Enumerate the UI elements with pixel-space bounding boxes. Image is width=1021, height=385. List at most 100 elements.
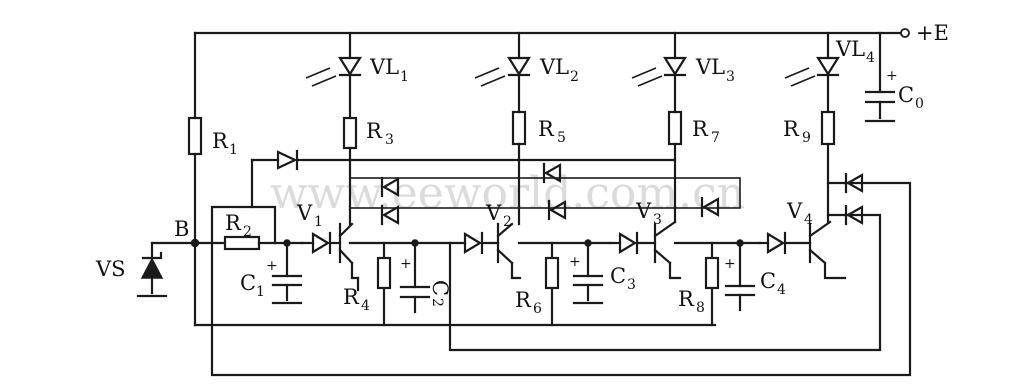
v3-emitter-lead	[668, 261, 682, 280]
diode-icon	[311, 232, 331, 254]
v1-sub: 1	[314, 214, 323, 230]
supply-terminal	[900, 28, 910, 38]
r4-sub: 4	[361, 298, 370, 314]
r1-sub: 1	[229, 142, 238, 158]
resistor-r4-body	[376, 256, 392, 290]
v4-collector	[808, 220, 832, 238]
diode-icon	[701, 197, 720, 217]
v1-label: V	[296, 201, 313, 225]
light-ray-icon	[474, 67, 500, 79]
resistor-r8-body	[704, 256, 720, 290]
diode-icon	[766, 232, 786, 254]
vl3-label: VL	[695, 55, 725, 79]
light-ray-icon	[637, 75, 663, 87]
zener-label: VS	[95, 257, 126, 281]
led-vl1-icon	[338, 56, 362, 77]
light-ray-icon	[305, 67, 331, 79]
r2-label: R	[225, 211, 242, 235]
led-vl3-icon	[663, 56, 687, 77]
resistor-r2	[223, 235, 261, 251]
r8-sub: 8	[696, 300, 705, 316]
diode-icon	[463, 232, 483, 254]
v4-emitter-lead	[823, 261, 847, 280]
diode-icon	[543, 163, 562, 183]
r6-label: R	[515, 288, 532, 312]
r2-bracket	[210, 205, 277, 245]
v2-emitter	[496, 248, 514, 265]
watermark: www.eeworld.com.cn	[270, 168, 745, 219]
v1-emitter-lead	[350, 261, 360, 280]
v2-sub: 2	[503, 214, 512, 230]
r8-label: R	[678, 287, 695, 311]
diode-icon	[381, 177, 400, 197]
r9-sub: 9	[802, 130, 811, 146]
v3-sub: 3	[653, 212, 662, 228]
v2-emitter-lead	[510, 261, 522, 280]
v3-collector	[653, 220, 677, 238]
v3-label: V	[635, 199, 652, 223]
supply-label: +E	[916, 21, 949, 45]
vl2-label: VL	[539, 55, 569, 79]
zener-cathode	[141, 251, 163, 260]
diode-icon	[276, 150, 298, 170]
node-b-label: B	[174, 217, 189, 241]
c3-sub: 3	[627, 277, 636, 293]
c1-label: C	[240, 271, 256, 295]
return-wire-2	[210, 181, 912, 377]
r5-sub: 5	[557, 130, 566, 146]
vl1-sub: 1	[400, 69, 409, 85]
resistor-r5	[511, 110, 527, 146]
c1-plus-icon: +	[266, 258, 278, 274]
diode-icon	[618, 232, 638, 254]
c0-label: C	[898, 83, 914, 107]
v1-collector	[338, 222, 354, 238]
light-ray-icon	[784, 67, 810, 79]
resistor-r1	[187, 116, 203, 156]
v3-emitter	[653, 248, 672, 265]
r2-sub: 2	[243, 224, 252, 240]
r1-label: R	[212, 129, 229, 153]
vl3-sub: 3	[726, 69, 735, 85]
c2-plus-icon: +	[400, 256, 412, 272]
vl4-label: VL	[835, 37, 865, 61]
c4-label: C	[760, 269, 776, 293]
c4-plus-icon: +	[724, 256, 736, 272]
diode-icon	[845, 173, 864, 193]
c4-sub: 4	[777, 282, 786, 298]
r7-label: R	[692, 117, 709, 141]
resistor-r3	[342, 116, 358, 150]
c2-sub: 2	[429, 298, 445, 307]
c3-label: C	[610, 264, 626, 288]
return-wire-1	[448, 213, 882, 352]
diode-icon	[381, 205, 400, 225]
c2-label: C	[428, 280, 452, 296]
led-vl4-icon	[816, 56, 840, 77]
light-ray-icon	[790, 75, 816, 87]
r9-label: R	[783, 117, 800, 141]
v2-collector	[496, 222, 514, 238]
led-vl2-icon	[507, 56, 531, 77]
resistor-r6-body	[544, 256, 560, 290]
zener-diode-icon	[140, 257, 164, 279]
vl4-sub: 4	[866, 50, 875, 66]
r6-sub: 6	[533, 301, 542, 317]
light-ray-icon	[631, 67, 657, 79]
r7-sub: 7	[711, 130, 720, 146]
v4-emitter	[808, 248, 827, 265]
resistor-r7	[667, 110, 683, 146]
light-ray-icon	[480, 75, 506, 87]
vl2-sub: 2	[570, 69, 579, 85]
v4-label: V	[786, 199, 803, 223]
v4-sub: 4	[804, 212, 813, 228]
c0-plus-icon: +	[886, 68, 898, 84]
c3-plus-icon: +	[569, 254, 581, 270]
r4-label: R	[343, 285, 360, 309]
v1-emitter	[338, 248, 354, 265]
vl1-label: VL	[369, 55, 399, 79]
diode-icon	[548, 200, 567, 220]
r3-label: R	[366, 119, 383, 143]
diode-icon	[845, 205, 864, 225]
v2-label: V	[485, 201, 502, 225]
resistor-r9	[820, 110, 836, 146]
